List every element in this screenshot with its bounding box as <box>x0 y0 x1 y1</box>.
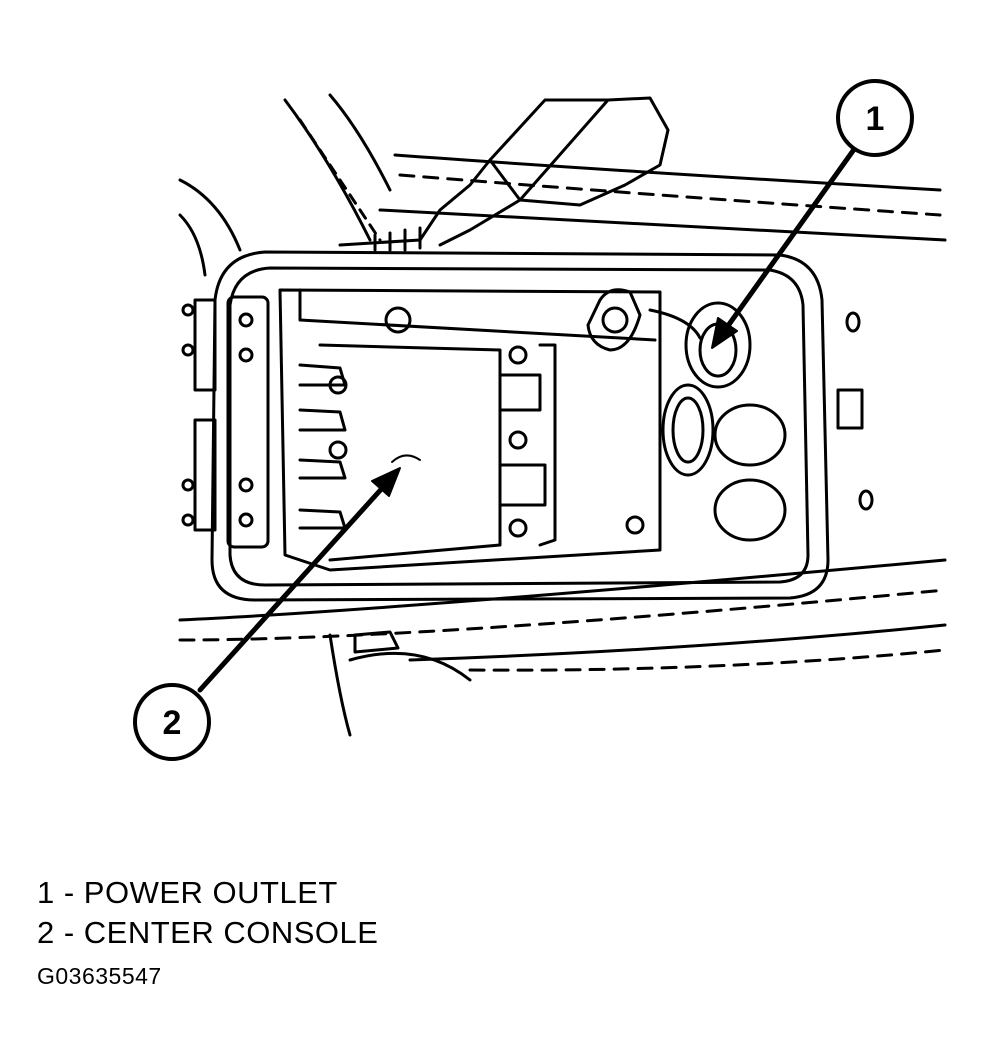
lower-trim <box>328 630 472 737</box>
center-console-illustration: 1 2 <box>133 79 947 761</box>
console-body <box>210 250 830 602</box>
console-hinge <box>181 295 270 549</box>
leader-arrows <box>197 145 858 693</box>
callout-2-number: 2 <box>163 704 182 742</box>
console-switches <box>661 311 874 542</box>
callout-1-number: 1 <box>866 100 885 138</box>
legend-item-power-outlet: 1 - POWER OUTLET <box>37 875 338 910</box>
callout-1: 1 <box>836 79 914 157</box>
legend: 1 - POWER OUTLET 2 - CENTER CONSOLE <box>37 873 378 953</box>
background-contours <box>178 93 947 672</box>
console-bin <box>278 288 662 572</box>
legend-item-center-console: 2 - CENTER CONSOLE <box>37 915 379 950</box>
figure-id: G03635547 <box>37 963 162 989</box>
arrowhead-1 <box>711 317 738 349</box>
callout-2: 2 <box>133 683 211 761</box>
shift-lever <box>338 96 670 252</box>
power-outlet <box>586 288 752 389</box>
arrowhead-2 <box>371 467 401 497</box>
